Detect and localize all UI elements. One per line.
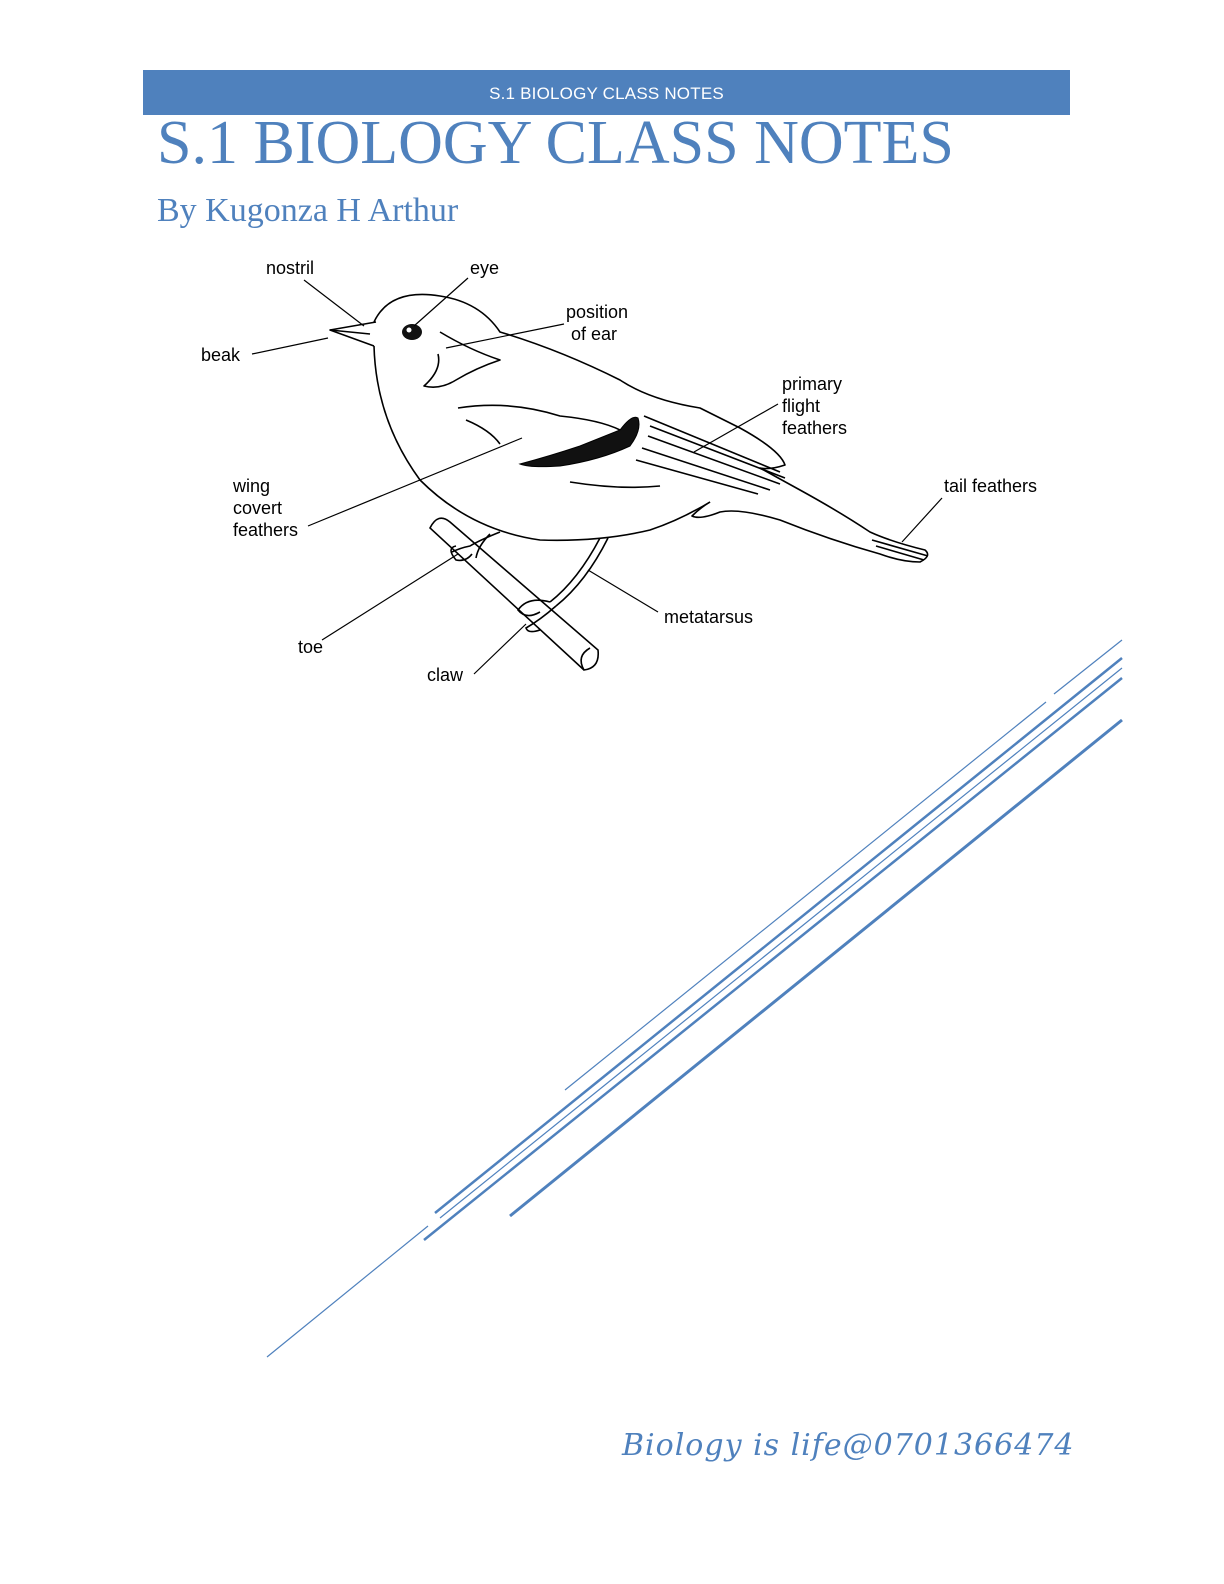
diagonal-line: [423, 677, 1123, 1241]
bird-legs: [450, 531, 609, 633]
label-position-of-ear: position of ear: [566, 302, 629, 344]
wing-dark-patch: [518, 416, 640, 468]
leader-lines: [251, 277, 943, 675]
label-nostril: nostril: [266, 258, 315, 278]
label-toe: toe: [298, 637, 324, 657]
label-tail-feathers: tail feathers: [944, 476, 1038, 496]
label-primary-flight-feathers: primary flight feathers: [782, 374, 848, 438]
bird-drawing: [251, 277, 943, 675]
header-bar-text: S.1 BIOLOGY CLASS NOTES: [489, 83, 724, 103]
label-eye: eye: [470, 258, 500, 278]
diagonal-line: [434, 657, 1123, 1214]
label-wing-covert-feathers: wing covert feathers: [233, 476, 299, 540]
diagonal-line: [266, 1225, 429, 1358]
bird-eye: [402, 324, 422, 340]
bird-diagram: nostril eye position of ear beak primary…: [180, 250, 1080, 700]
diagonal-line: [509, 718, 1123, 1218]
perch-branch: [429, 517, 600, 671]
diagonal-line: [564, 701, 1047, 1091]
footer-signature: Biology is life@0701366474: [622, 1428, 1075, 1463]
label-metatarsus: metatarsus: [664, 607, 754, 627]
header-bar: S.1 BIOLOGY CLASS NOTES: [143, 70, 1070, 115]
label-beak: beak: [201, 345, 241, 365]
diagonal-line: [439, 667, 1123, 1219]
label-claw: claw: [427, 665, 464, 685]
diagonal-line: [1053, 639, 1123, 695]
document-title: S.1 BIOLOGY CLASS NOTES: [157, 109, 954, 177]
document-author: By Kugonza H Arthur: [157, 192, 459, 229]
bird-body: [329, 293, 929, 563]
